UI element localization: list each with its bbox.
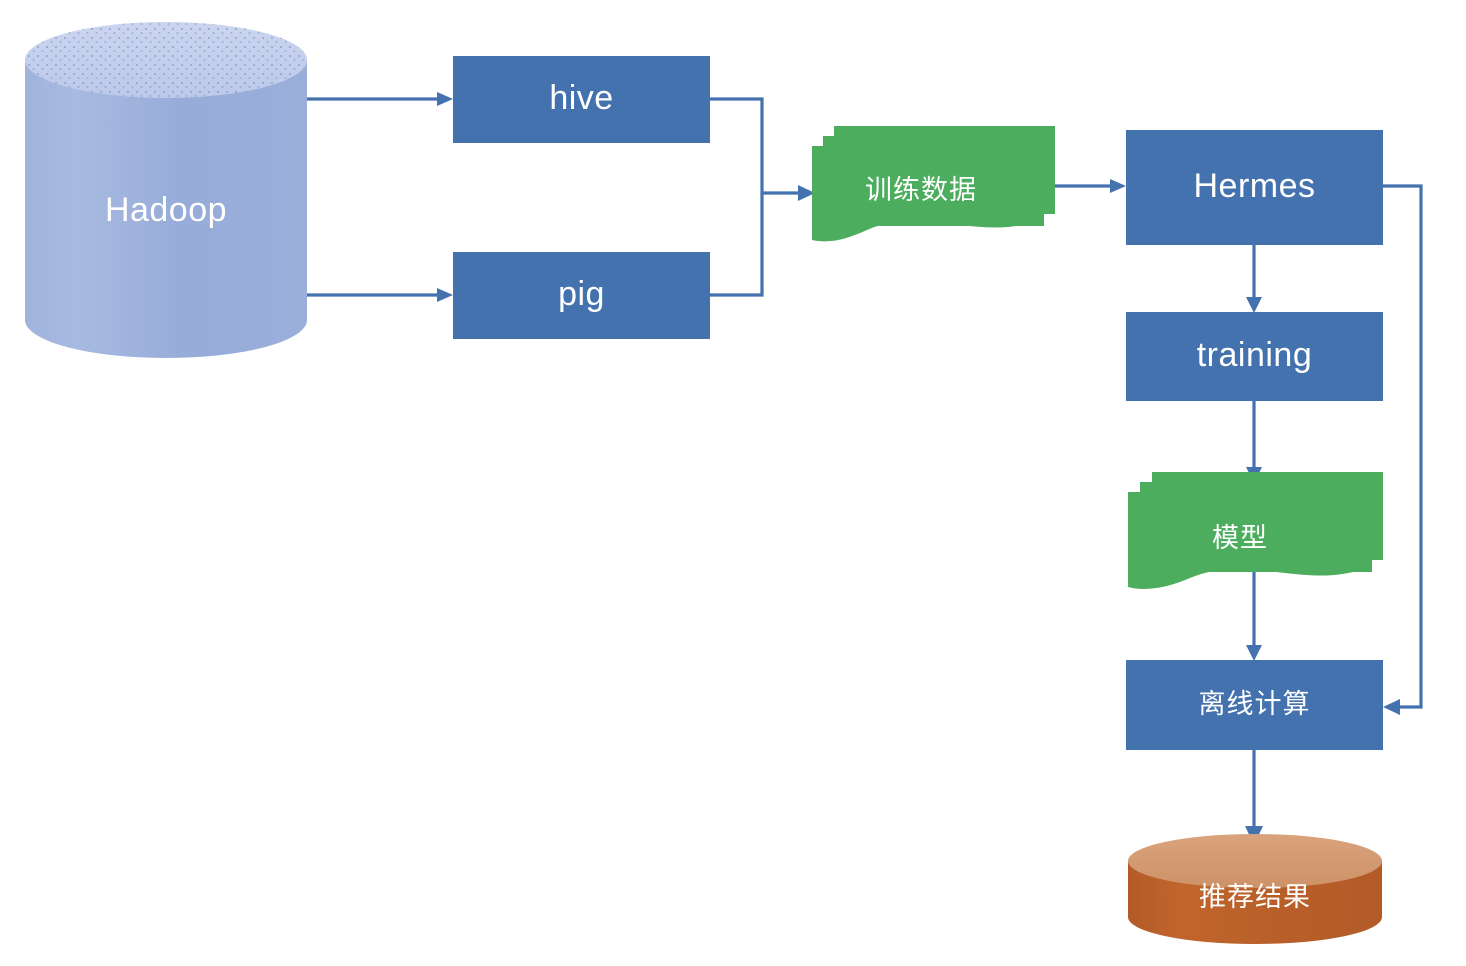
node-hive[interactable]: hive — [453, 56, 710, 143]
edge-hermes-to-training — [1246, 245, 1262, 313]
node-model-label: 模型 — [1212, 523, 1268, 553]
node-pig[interactable]: pig — [453, 252, 710, 339]
edge-model-to-offline-compute — [1246, 560, 1262, 661]
node-recommend-result-label: 推荐结果 — [1199, 882, 1311, 912]
node-hive-label: hive — [549, 79, 613, 117]
node-training-data[interactable]: 训练数据 — [812, 126, 1055, 242]
node-pig-label: pig — [558, 275, 605, 313]
node-recommend-result[interactable]: 推荐结果 — [1128, 834, 1382, 944]
edge-hive-to-training-data — [710, 97, 802, 195]
node-training-data-label: 训练数据 — [865, 175, 977, 205]
node-training-label: training — [1197, 336, 1313, 374]
edge-training-to-model — [1246, 401, 1262, 483]
node-hadoop[interactable]: Hadoop — [25, 22, 307, 358]
node-model[interactable]: 模型 — [1128, 472, 1383, 589]
edge-hadoop-to-pig — [307, 288, 453, 302]
node-hermes-label: Hermes — [1193, 167, 1315, 205]
edge-offline-compute-to-recommend-result — [1245, 750, 1263, 845]
node-hadoop-label: Hadoop — [105, 191, 227, 229]
node-offline-compute[interactable]: 离线计算 — [1126, 660, 1383, 750]
edge-training-data-to-hermes — [1043, 179, 1126, 193]
node-hermes[interactable]: Hermes — [1126, 130, 1383, 245]
edge-hermes-to-offline-compute — [1383, 184, 1423, 715]
edge-pig-to-training-data — [710, 185, 815, 297]
edge-hadoop-to-hive — [307, 92, 453, 106]
node-offline-compute-label: 离线计算 — [1199, 689, 1311, 719]
node-training[interactable]: training — [1126, 312, 1383, 401]
